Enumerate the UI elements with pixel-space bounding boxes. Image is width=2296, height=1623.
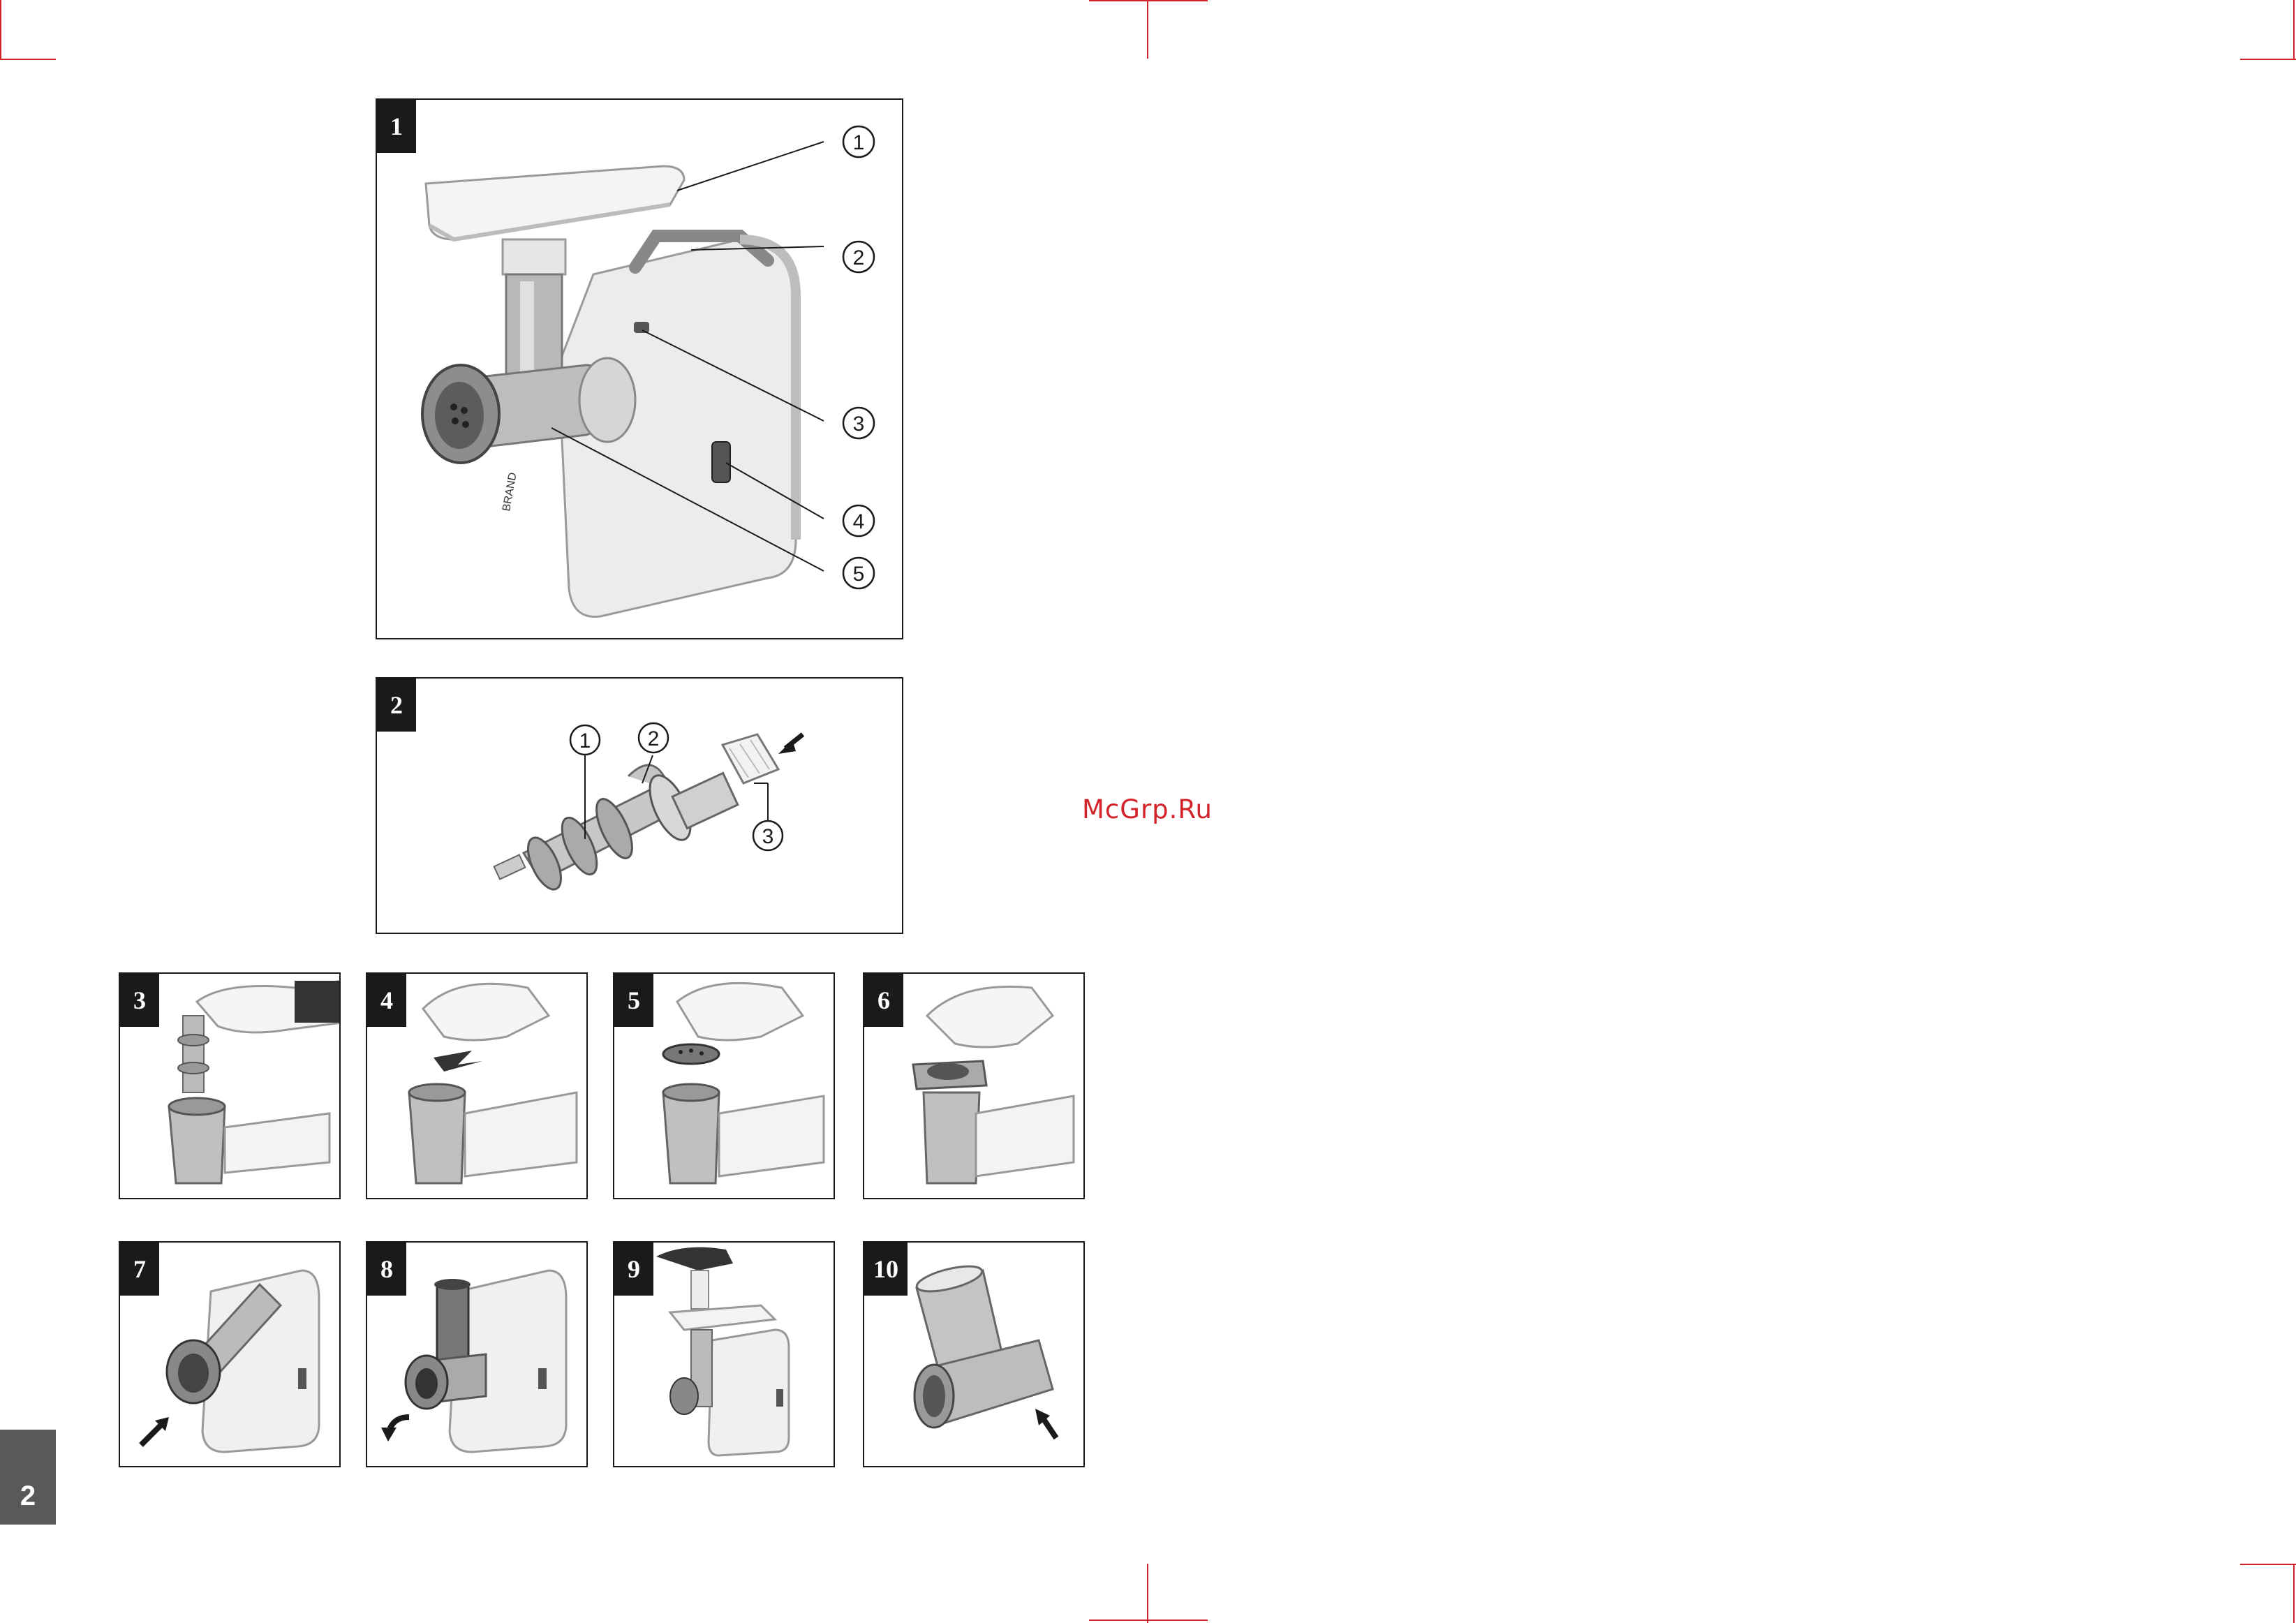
page-number-tab: 2: [0, 1430, 56, 1525]
svg-text:5: 5: [853, 563, 865, 586]
callout-2: 2: [843, 242, 874, 272]
svg-text:1: 1: [853, 131, 865, 154]
callout-1: 1: [570, 725, 600, 755]
figure-4: 4: [366, 972, 588, 1199]
callout-3: 3: [843, 408, 874, 438]
figure-10: 10: [863, 1241, 1085, 1467]
step-attach-tray-illustration: [614, 1243, 835, 1467]
auger-illustration: 1 2 3: [377, 679, 903, 934]
svg-text:4: 4: [853, 510, 865, 533]
step-insert-plate-illustration: [614, 974, 835, 1199]
step-insert-blade-illustration: [367, 974, 588, 1199]
svg-text:2: 2: [648, 727, 660, 750]
step-insert-auger-illustration: [120, 974, 341, 1199]
figure-9: 9: [613, 1241, 835, 1467]
crop-mark-top-left: [0, 59, 56, 60]
crop-mark-bottom-right: [2240, 1564, 2296, 1565]
figure-3: 3: [119, 972, 341, 1199]
meat-grinder-illustration: BRAND 1 2 3 4 5: [377, 100, 903, 639]
crop-mark-right-edge-bottom: [2293, 1564, 2295, 1623]
watermark: McGrp.Ru: [1082, 794, 1213, 824]
callout-4: 4: [843, 505, 874, 536]
step-screw-ring-illustration: [864, 974, 1085, 1199]
svg-text:1: 1: [579, 729, 591, 753]
crop-mark-left-edge: [0, 0, 1, 59]
crop-mark-top-right: [2240, 59, 2296, 60]
figure-7: 7: [119, 1241, 341, 1467]
figure-1: 1 BRAND 1: [376, 98, 903, 639]
figure-5: 5: [613, 972, 835, 1199]
svg-text:2: 2: [853, 246, 865, 269]
figure-2: 2 1 2 3: [376, 677, 903, 934]
svg-text:BRAND: BRAND: [501, 472, 519, 512]
figure-6: 6: [863, 972, 1085, 1199]
step-attach-head-illustration: [120, 1243, 341, 1467]
svg-text:3: 3: [853, 413, 865, 436]
svg-text:3: 3: [762, 825, 774, 848]
crop-mark-top-tick-left: [1089, 0, 1208, 1]
callout-3: 3: [753, 821, 783, 850]
crop-mark-top-center: [1147, 0, 1148, 59]
callout-2: 2: [639, 723, 668, 753]
callout-5: 5: [843, 558, 874, 588]
figure-8: 8: [366, 1241, 588, 1467]
crop-mark-bottom-center: [1147, 1564, 1148, 1623]
callout-1: 1: [843, 126, 874, 157]
crop-mark-bottom-tick: [1089, 1620, 1208, 1621]
head-housing-illustration: [864, 1243, 1085, 1467]
crop-mark-right-edge: [2293, 0, 2295, 59]
step-rotate-head-illustration: [367, 1243, 588, 1467]
